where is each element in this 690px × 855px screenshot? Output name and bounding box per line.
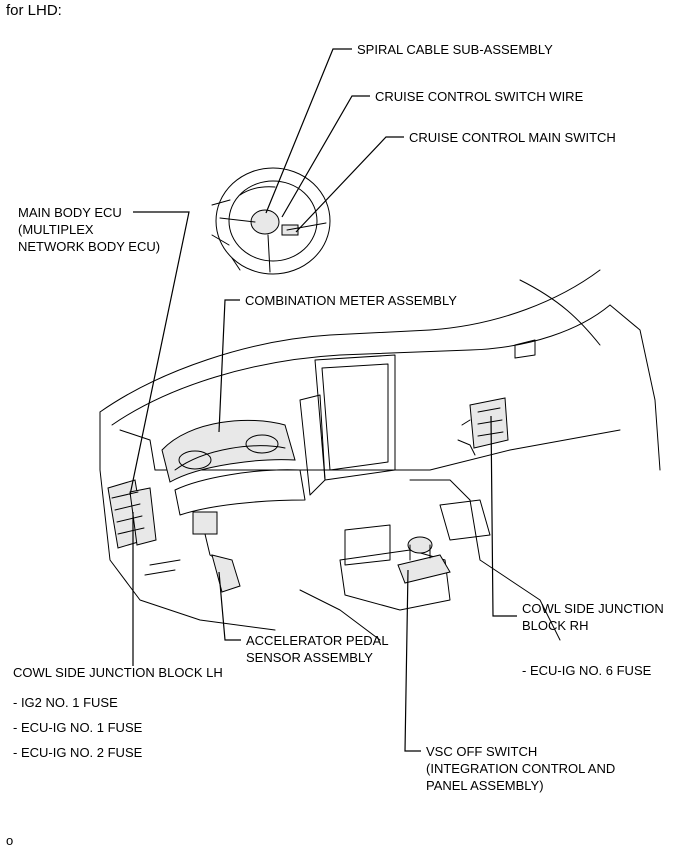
label-accelerator-line1: ACCELERATOR PEDAL xyxy=(246,633,389,648)
label-vsc-line1: VSC OFF SWITCH xyxy=(426,744,538,759)
label-cruise-control-switch-wire: CRUISE CONTROL SWITCH WIRE xyxy=(375,89,584,104)
label-main-body-ecu-line2: (MULTIPLEX xyxy=(18,222,94,237)
label-cruise-control-main-switch: CRUISE CONTROL MAIN SWITCH xyxy=(409,130,616,145)
label-spiral-cable-sub-assembly: SPIRAL CABLE SUB-ASSEMBLY xyxy=(357,42,553,57)
accelerator-pedal-drawing xyxy=(192,511,241,593)
label-cowl-side-junction-block-lh: COWL SIDE JUNCTION BLOCK LH xyxy=(13,665,223,680)
footer-mark: o xyxy=(6,833,14,848)
label-cowl-side-junction-block-rh: COWL SIDE JUNCTION BLOCK RH xyxy=(522,600,664,634)
label-vsc-line3: PANEL ASSEMBLY) xyxy=(426,778,544,793)
label-vsc-off-switch: VSC OFF SWITCH (INTEGRATION CONTROL AND … xyxy=(426,743,615,794)
label-accelerator-line2: SENSOR ASSEMBLY xyxy=(246,650,373,665)
label-main-body-ecu: MAIN BODY ECU (MULTIPLEX NETWORK BODY EC… xyxy=(18,204,160,255)
diagram-heading: for LHD: xyxy=(6,2,62,19)
label-main-body-ecu-line1: MAIN BODY ECU xyxy=(18,205,122,220)
label-cowl-rh-fuse: - ECU-IG NO. 6 FUSE xyxy=(522,663,652,678)
steering-wheel-drawing xyxy=(211,167,331,275)
label-combination-meter-assembly: COMBINATION METER ASSEMBLY xyxy=(245,293,457,308)
label-accelerator-pedal-sensor-assembly: ACCELERATOR PEDAL SENSOR ASSEMBLY xyxy=(246,632,389,666)
label-cowl-rh-line2: BLOCK RH xyxy=(522,618,589,633)
cowl-side-junction-block-rh-drawing xyxy=(457,397,509,456)
label-main-body-ecu-line3: NETWORK BODY ECU) xyxy=(18,239,161,254)
integration-control-panel-drawing xyxy=(397,536,451,584)
combination-meter-drawing xyxy=(161,419,306,516)
label-cowl-lh-fuse-1: - IG2 NO. 1 FUSE xyxy=(13,695,118,710)
label-vsc-line2: (INTEGRATION CONTROL AND xyxy=(426,761,616,776)
label-cowl-rh-line1: COWL SIDE JUNCTION xyxy=(522,601,664,616)
label-cowl-lh-fuse-3: - ECU-IG NO. 2 FUSE xyxy=(13,745,143,760)
leader-lines xyxy=(129,48,517,752)
label-cowl-lh-fuse-2: - ECU-IG NO. 1 FUSE xyxy=(13,720,143,735)
cowl-side-junction-block-lh-drawing xyxy=(107,479,157,549)
dashboard-drawing xyxy=(99,269,661,641)
